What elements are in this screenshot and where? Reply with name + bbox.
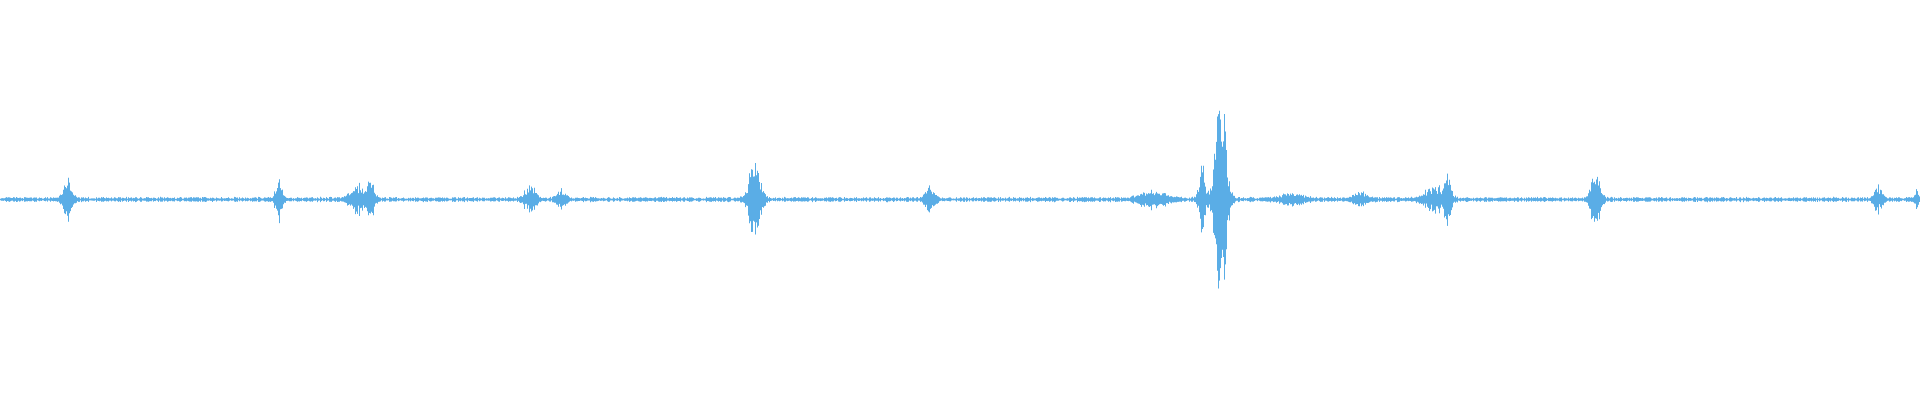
waveform-burst-16 bbox=[1587, 176, 1605, 222]
waveform-burst-4 bbox=[367, 181, 376, 216]
waveform-burst-13 bbox=[1353, 191, 1367, 207]
waveform-burst-12 bbox=[1283, 193, 1302, 207]
waveform-burst-18 bbox=[1915, 189, 1919, 209]
waveform-burst-17 bbox=[1874, 184, 1884, 215]
waveform-burst-11 bbox=[1208, 110, 1233, 289]
waveform-burst-8 bbox=[923, 185, 937, 213]
waveform-burst-5 bbox=[523, 185, 539, 213]
waveform-burst-2 bbox=[273, 179, 284, 224]
waveform-burst-14 bbox=[1422, 185, 1444, 214]
waveform-burst-9 bbox=[1137, 189, 1167, 211]
waveform-noise-floor bbox=[0, 194, 1920, 205]
waveform-burst-3 bbox=[347, 182, 367, 216]
waveform-burst-7 bbox=[744, 163, 766, 235]
waveform-burst-10 bbox=[1196, 165, 1208, 233]
waveform-burst-15 bbox=[1444, 173, 1453, 226]
waveform-burst-1 bbox=[60, 177, 75, 222]
waveform-burst-6 bbox=[556, 188, 567, 210]
waveform-samples bbox=[0, 110, 1920, 289]
